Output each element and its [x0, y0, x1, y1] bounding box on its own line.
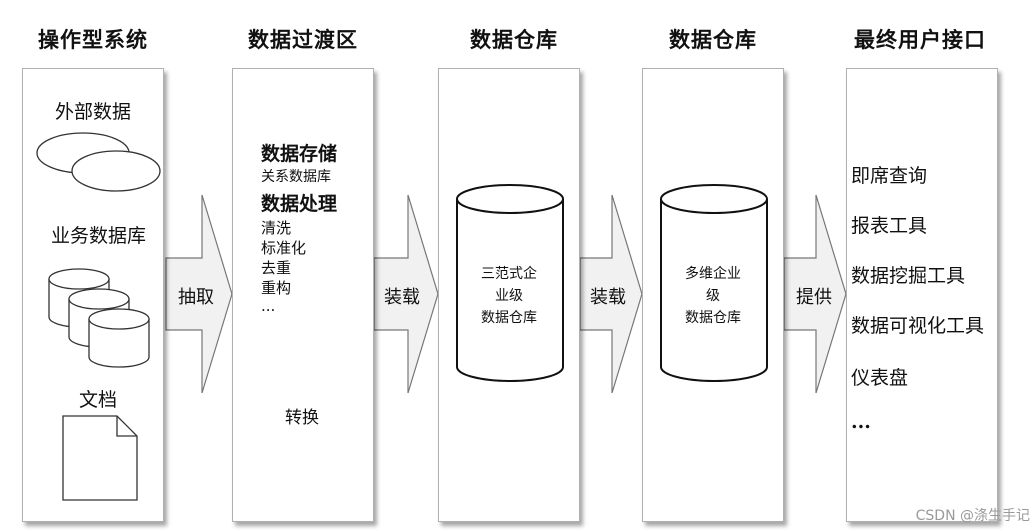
load-label-2: 装载: [590, 287, 626, 308]
extract-arrow: [165, 194, 233, 394]
header-data-warehouse-2: 数据仓库: [669, 28, 757, 52]
warehouse-1-line: 数据仓库: [481, 310, 537, 326]
warehouse-cylinder-1: [456, 184, 564, 382]
provide-label: 提供: [796, 287, 832, 308]
load-arrow-1: [373, 194, 439, 394]
end-user-interface-panel: 即席查询 报表工具 数据挖掘工具 数据可视化工具 仪表盘 ...: [846, 68, 998, 522]
tool-item: 数据挖掘工具: [851, 265, 966, 287]
business-db-label: 业务数据库: [51, 225, 147, 247]
warehouse-2-line: 级: [706, 288, 720, 304]
warehouse-1-line: 三范式企: [481, 266, 537, 282]
header-staging-area: 数据过渡区: [248, 28, 358, 52]
business-db-icon: [48, 268, 150, 368]
header-operational-system: 操作型系统: [38, 28, 148, 52]
tool-item: 数据可视化工具: [851, 315, 985, 337]
external-data-label: 外部数据: [55, 101, 132, 123]
header-data-warehouse-1: 数据仓库: [470, 28, 558, 52]
process-step: 重构: [261, 279, 292, 297]
transform-label: 转换: [285, 408, 319, 428]
document-icon: [62, 415, 138, 501]
provide-arrow: [783, 194, 847, 394]
operational-system-panel: 外部数据 业务数据库 文档: [22, 68, 164, 522]
load-arrow-2: [579, 194, 643, 394]
warehouse-cylinder-2: [660, 184, 768, 382]
data-warehouse-panel-1: 三范式企 业级 数据仓库: [438, 68, 580, 522]
watermark: CSDN @涤生手记: [915, 508, 1030, 524]
staging-area-panel: 数据存储 关系数据库 数据处理 清洗 标准化 去重 重构 ... 转换: [232, 68, 374, 522]
tool-item: 仪表盘: [851, 367, 909, 389]
warehouse-2-line: 多维企业: [685, 266, 741, 282]
process-step: 标准化: [261, 239, 307, 257]
extract-label: 抽取: [178, 287, 214, 308]
process-step: 清洗: [261, 219, 292, 237]
data-warehouse-panel-2: 多维企业 级 数据仓库: [642, 68, 784, 522]
tool-item: 报表工具: [851, 215, 928, 237]
process-step: 去重: [261, 259, 292, 277]
load-label-1: 装载: [384, 287, 420, 308]
storage-subtitle: 关系数据库: [261, 169, 331, 185]
warehouse-2-line: 数据仓库: [685, 310, 741, 326]
tool-item: ...: [851, 411, 871, 433]
storage-title: 数据存储: [261, 143, 338, 165]
process-title: 数据处理: [261, 193, 338, 215]
header-end-user-interface: 最终用户接口: [854, 28, 986, 52]
external-data-icon: [36, 132, 161, 192]
documents-label: 文档: [79, 389, 118, 411]
process-step: ...: [261, 297, 276, 315]
warehouse-1-line: 业级: [495, 288, 523, 304]
tool-item: 即席查询: [851, 165, 928, 187]
